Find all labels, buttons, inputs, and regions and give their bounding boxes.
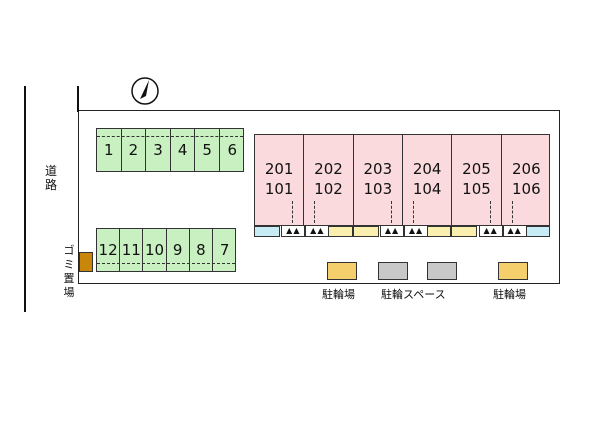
parking-space-2: 2 xyxy=(122,129,147,171)
unit-number-lower: 101 xyxy=(264,180,294,198)
bicycle-area-label: 駐輪場 xyxy=(493,288,526,301)
unit-number-lower: 103 xyxy=(363,180,393,198)
north-arrow-icon xyxy=(131,77,159,105)
road-label: 道路 xyxy=(44,164,57,192)
unit-interior-dashed-line xyxy=(413,201,414,223)
parking-space-7: 7 xyxy=(219,241,230,259)
parking-space-3: 3 xyxy=(146,129,171,171)
entrance-pad xyxy=(352,226,379,237)
entrance-pad xyxy=(524,226,550,237)
parking-space-9: 9 xyxy=(167,229,190,271)
entrance-pad xyxy=(425,226,452,237)
bicycle-area-box xyxy=(378,262,408,280)
unit-number-upper: 202 xyxy=(314,160,343,178)
stair-icon: ▲▲ xyxy=(281,225,306,237)
unit-interior-dashed-line xyxy=(390,201,392,223)
entrance-pad xyxy=(451,226,478,237)
stair-icon: ▲▲ xyxy=(380,225,404,237)
unit-interior-dashed-line xyxy=(489,201,491,223)
unit-interior-dashed-line xyxy=(511,201,513,223)
unit-number-upper: 203 xyxy=(363,160,393,178)
unit-number-upper: 204 xyxy=(412,160,442,178)
stair-icon: ▲▲ xyxy=(404,225,428,237)
stair-icon: ▲▲ xyxy=(305,225,330,237)
parking-space-10: 10 xyxy=(143,229,167,271)
parking-space-8: 8 xyxy=(190,229,213,271)
stair-icon: ▲▲ xyxy=(478,225,503,237)
unit-number-lower: 105 xyxy=(462,180,491,198)
parking-space-12: 12 xyxy=(97,229,121,271)
unit-interior-dashed-line xyxy=(292,201,294,223)
unit-number-upper: 206 xyxy=(512,160,541,178)
lot-left-extension xyxy=(77,86,79,112)
bicycle-area-label: 駐輪場 xyxy=(322,288,355,301)
bicycle-area-box xyxy=(327,262,357,280)
garbage-area-label: ゴミ置場 xyxy=(63,244,75,299)
unit-number-upper: 201 xyxy=(264,160,294,178)
bicycle-area-box xyxy=(498,262,528,280)
parking-space-11: 11 xyxy=(120,229,144,271)
entrance-pad xyxy=(254,226,280,237)
parking-space-4: 4 xyxy=(171,129,196,171)
parking-space-6: 6 xyxy=(227,141,238,159)
unit-interior-dashed-line xyxy=(314,201,316,223)
unit-number-lower: 106 xyxy=(512,180,541,198)
parking-space-5: 5 xyxy=(195,129,220,171)
unit-number-lower: 102 xyxy=(314,180,343,198)
stair-icon: ▲▲ xyxy=(502,225,527,237)
bicycle-area-label: 駐輪スペース xyxy=(381,288,446,301)
unit-number-upper: 205 xyxy=(462,160,491,178)
road-line xyxy=(24,86,26,312)
parking-space-1: 1 xyxy=(97,129,122,171)
bicycle-area-box xyxy=(427,262,457,280)
unit-number-lower: 104 xyxy=(412,180,442,198)
garbage-area-marker xyxy=(79,252,93,272)
entrance-pad xyxy=(326,226,353,237)
